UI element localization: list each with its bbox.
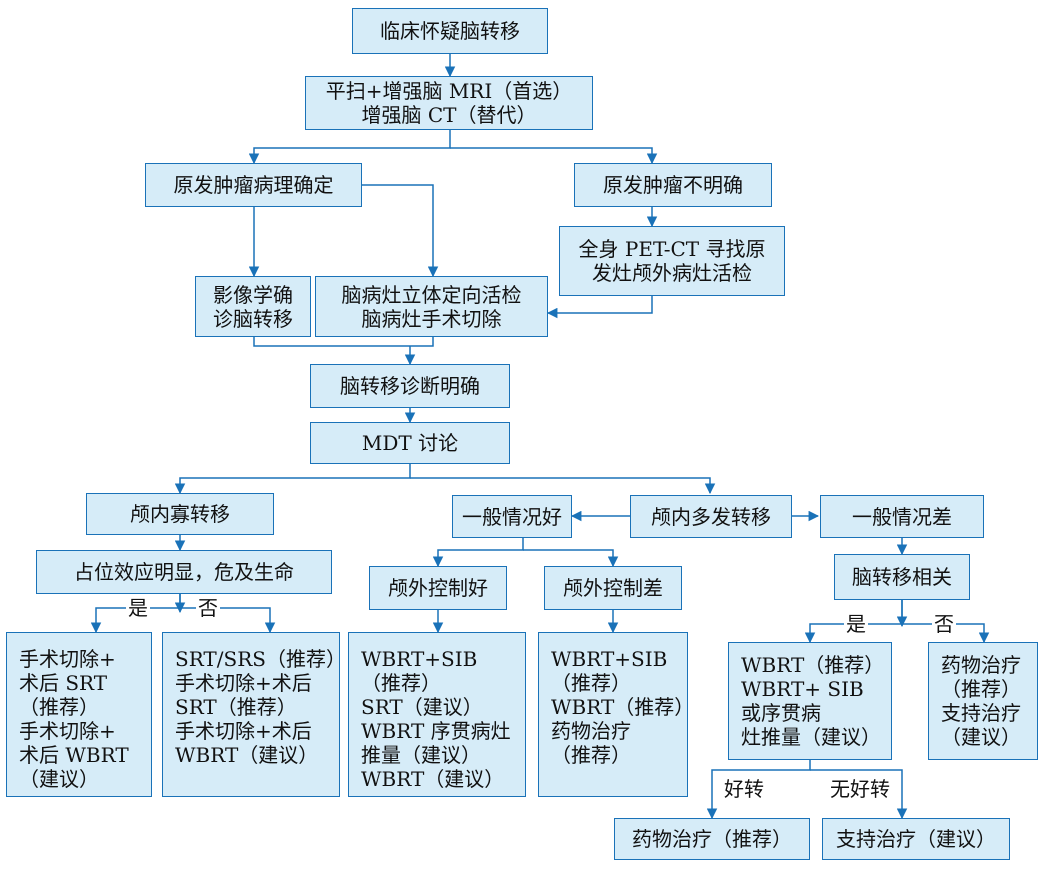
label-no-related: 否 [932,612,956,636]
node-extracranial-controlled: 颅外控制好 [369,566,507,610]
node-good-performance: 一般情况好 [452,495,572,538]
node-supportive-care-suggested: 支持治疗（建议） [822,818,1010,860]
node-extracranial-uncontrolled: 颅外控制差 [544,566,682,610]
arrow-tx-not-improved [810,769,908,820]
node-pet-ct-search: 全身 PET-CT 寻找原 发灶颅外病灶活检 [559,226,785,296]
node-biopsy-resection: 脑病灶立体定向活检 脑病灶手术切除 [315,276,548,337]
label-improved: 好转 [722,777,766,801]
node-mass-effect: 占位效应明显，危及生命 [36,550,332,594]
arrow-tx-improved [706,760,811,820]
label-yes-related: 是 [844,612,868,636]
arrow-mdt-to-multi [410,477,716,495]
node-oligometastasis: 颅内寡转移 [86,493,274,535]
arrow-related-no [902,623,990,644]
arrow-pet-to-biopsy [546,296,653,319]
arrow-known-to-biopsy [362,184,439,278]
arrow-mri-to-unknown-primary [450,147,658,165]
node-metastasis-related: 脑转移相关 [834,554,970,600]
label-yes-oligo: 是 [126,596,150,620]
node-treatment-oligo-yes: 手术切除+ 术后 SRT （推荐） 手术切除+ 术后 WBRT （建议） [6,632,152,797]
node-primary-tumor-confirmed: 原发肿瘤病理确定 [145,163,362,207]
node-treatment-extracranial-poor: WBRT+SIB （推荐） WBRT（推荐） 药物治疗 （推荐） [538,632,694,797]
node-primary-tumor-unclear: 原发肿瘤不明确 [574,163,772,207]
label-not-improved: 无好转 [828,777,892,801]
node-treatment-related-yes: WBRT（推荐） WBRT+ SIB 或序贯病 灶推量（建议） [728,642,892,760]
arrow-good-to-extra-poor [523,549,619,568]
node-suspected-brain-metastasis: 临床怀疑脑转移 [352,8,548,54]
arrow-mri-to-known-primary [248,130,451,165]
arrow-good-to-extra [432,538,524,568]
node-treatment-extracranial-good: WBRT+SIB （推荐） SRT（建议） WBRT 序贯病灶 推量（建议） W… [348,632,526,797]
node-treatment-related-no: 药物治疗 （推荐） 支持治疗 （建议） [928,642,1038,760]
node-imaging-diagnosis: 影像学确 诊脑转移 [195,276,311,337]
arrow-imaging-dx-merge [253,337,410,347]
arrow-mdt-to-oligo [174,464,411,495]
arrow-mass-no [180,607,276,634]
node-mdt-discussion: MDT 讨论 [310,422,510,464]
node-diagnosis-confirmed: 脑转移诊断明确 [310,364,510,408]
node-drug-therapy-recommended: 药物治疗（推荐） [614,818,810,860]
node-poor-performance: 一般情况差 [820,495,984,538]
label-no-oligo: 否 [196,596,220,620]
node-mri-ct-imaging: 平扫+增强脑 MRI（首选） 增强脑 CT（替代） [305,76,593,130]
node-multiple-metastases: 颅内多发转移 [630,495,792,538]
arrow-biopsy-merge [410,337,434,347]
node-treatment-oligo-no: SRT/SRS（推荐） 手术切除+术后 SRT（推荐） 手术切除+术后 WBRT… [162,632,346,797]
